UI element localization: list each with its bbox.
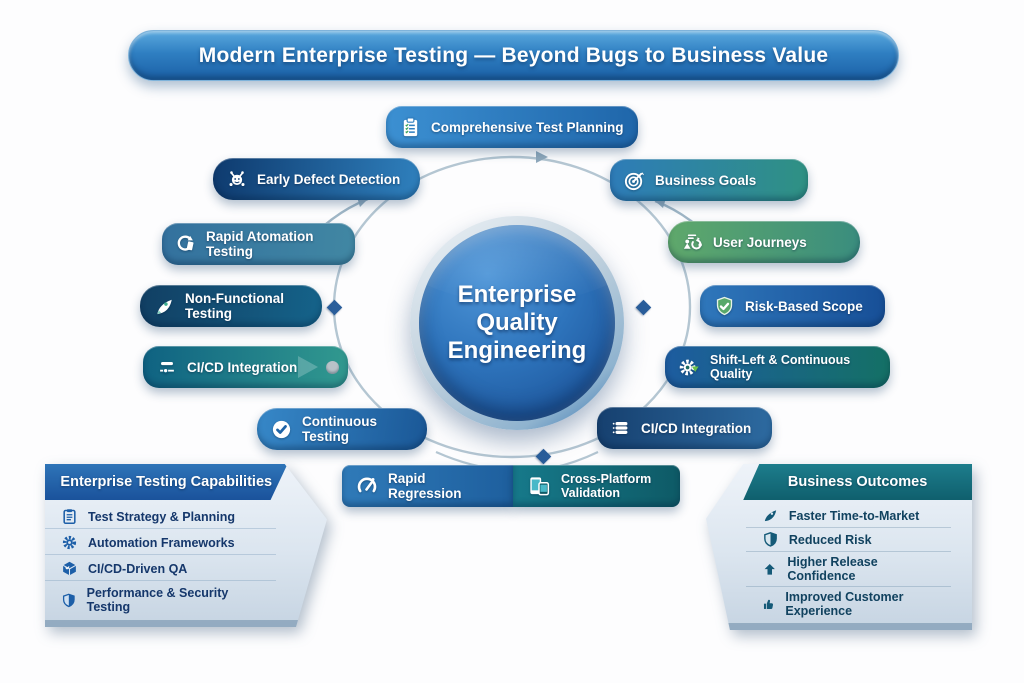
outcomes-panel-header: Business Outcomes — [743, 464, 972, 500]
bug-icon — [229, 171, 245, 187]
badge-rapid-regression: Rapid Regression — [342, 465, 513, 507]
badge-label: Rapid Regression — [388, 471, 462, 501]
hub-line-3: Engineering — [447, 337, 587, 365]
capability-item-automation-frameworks: Automation Frameworks — [45, 531, 277, 555]
badge-early-defect-detection: Early Defect Detection — [213, 158, 420, 200]
badge-shift-left-continuous-quality: Shift-Left & Continuous Quality — [665, 346, 890, 388]
badge-label: Cross-Platform Validation — [561, 472, 652, 500]
clipboard-icon — [63, 509, 76, 525]
shield-check-icon — [716, 296, 733, 315]
badge-label: Rapid Atomation Testing — [206, 229, 314, 259]
shield-icon — [62, 593, 75, 607]
outcome-label: Higher Release Confidence — [787, 555, 878, 583]
badge-cross-platform-validation: Cross-Platform Validation — [513, 465, 680, 507]
hub-line-2: Quality — [476, 308, 558, 336]
badge-label: Risk-Based Scope — [745, 298, 863, 314]
outcome-item-faster-time-to-market: Faster Time-to-Market — [745, 504, 951, 528]
package-icon — [62, 561, 77, 576]
devices-icon — [530, 477, 550, 496]
badge-label: CI/CD Integration — [187, 359, 298, 375]
outcomes-panel-title: Business Outcomes — [787, 474, 928, 490]
badge-label: Continuous Testing — [302, 414, 377, 444]
badge-user-journeys: User Journeys — [668, 221, 860, 263]
outcome-label: Reduced Risk — [788, 532, 872, 547]
outcome-item-reduced-risk: Reduced Risk — [745, 528, 951, 552]
capability-item-test-strategy: Test Strategy & Planning — [45, 505, 277, 529]
capabilities-panel-title: Enterprise Testing Capabilities — [60, 474, 273, 490]
arrow-up-icon — [764, 563, 775, 575]
badge-label: Business Goals — [655, 172, 757, 188]
badge-comprehensive-test-planning: Comprehensive Test Planning — [386, 106, 638, 148]
shield-icon — [764, 532, 777, 547]
badge-non-functional-testing: Non-Functional Testing — [140, 285, 322, 327]
badge-cicd-integration-left: CI/CD Integration — [143, 346, 348, 388]
badge-label: Early Defect Detection — [257, 171, 401, 187]
capability-label: Test Strategy & Planning — [88, 509, 236, 524]
capability-label: Automation Frameworks — [88, 535, 235, 550]
clipboard-check-icon — [403, 116, 418, 136]
badge-rapid-atomation-testing: Rapid Atomation Testing — [162, 223, 355, 265]
refresh-doc-icon — [177, 235, 194, 251]
central-hub: Enterprise Quality Engineering — [410, 216, 624, 430]
badge-cicd-integration-right: CI/CD Integration — [597, 407, 772, 449]
server-icon — [612, 422, 628, 434]
check-circle-icon — [272, 420, 291, 438]
rocket-icon — [764, 510, 777, 522]
capabilities-panel: Enterprise Testing Capabilities Test Str… — [45, 464, 327, 627]
central-hub-face: Enterprise Quality Engineering — [419, 225, 615, 421]
page-title: Modern Enterprise Testing — Beyond Bugs … — [198, 43, 829, 67]
badge-label: User Journeys — [713, 234, 807, 250]
badge-business-goals: Business Goals — [610, 159, 808, 201]
gear-arrow-icon — [679, 359, 699, 375]
outcome-item-improved-customer-experience: Improved Customer Experience — [746, 587, 951, 621]
outcomes-panel: Business Outcomes Faster Time-to-Market … — [706, 464, 972, 630]
badge-label: CI/CD Integration — [641, 420, 752, 436]
badge-label: Non-Functional Testing — [185, 291, 284, 321]
capability-label: Performance & Security Testing — [86, 586, 229, 614]
outcome-label: Faster Time-to-Market — [788, 508, 920, 523]
badge-continuous-testing: Continuous Testing — [257, 408, 427, 450]
badge-risk-based-scope: Risk-Based Scope — [700, 285, 885, 327]
outcome-label: Improved Customer Experience — [785, 590, 904, 618]
outcome-item-higher-release-confidence: Higher Release Confidence — [745, 552, 951, 587]
capability-label: CI/CD-Driven QA — [88, 561, 188, 576]
arrow-decoration — [298, 356, 318, 378]
capabilities-panel-header: Enterprise Testing Capabilities — [45, 464, 288, 500]
title-banner: Modern Enterprise Testing — Beyond Bugs … — [128, 30, 899, 81]
thumbs-up-icon — [763, 599, 773, 609]
badge-label: Comprehensive Test Planning — [431, 119, 624, 135]
pipeline-icon — [160, 361, 174, 374]
rocket-icon — [157, 299, 172, 314]
dot-decoration — [326, 361, 339, 374]
capability-item-performance-security: Performance & Security Testing — [45, 583, 276, 617]
gauge-icon — [357, 477, 377, 493]
gear-icon — [62, 535, 77, 550]
badge-label: Shift-Left & Continuous Quality — [710, 353, 851, 381]
capability-item-cicd-driven-qa: CI/CD-Driven QA — [45, 557, 277, 581]
user-flow-icon — [683, 233, 702, 249]
target-icon — [624, 171, 645, 190]
hub-line-1: Enterprise — [457, 280, 577, 308]
